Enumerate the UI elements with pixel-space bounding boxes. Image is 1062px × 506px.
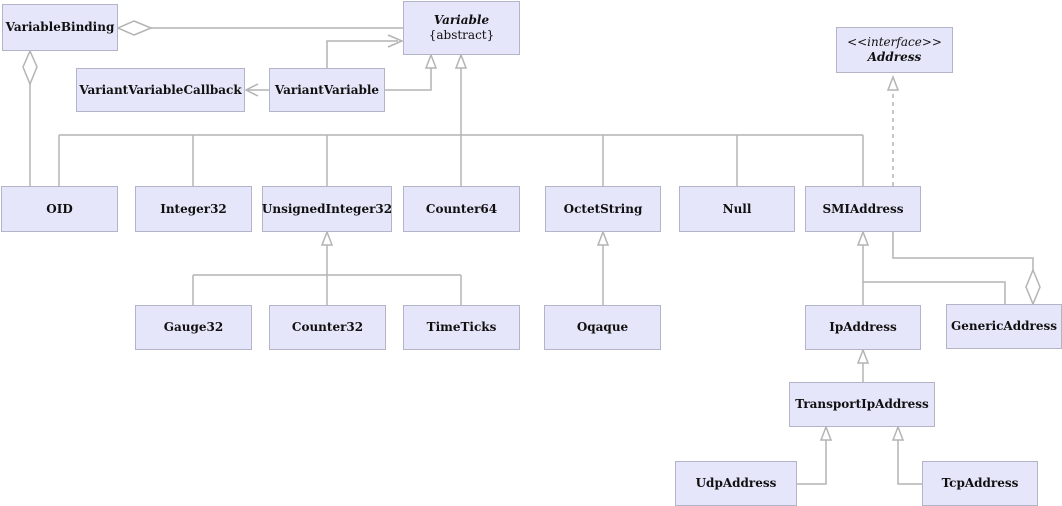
time-ticks-class[interactable]: TimeTicks	[403, 305, 520, 350]
variant-variable-callback-label: VariantVariableCallback	[79, 82, 242, 97]
ip-address-class[interactable]: IpAddress	[805, 305, 921, 350]
counter64-class[interactable]: Counter64	[403, 186, 520, 232]
generic-address-class[interactable]: GenericAddress	[946, 304, 1062, 349]
variant-to-variable-arrowhead	[387, 34, 404, 48]
udp-address-class[interactable]: UdpAddress	[675, 461, 797, 506]
smi-address-generalization-triangle	[856, 229, 870, 246]
address-interface[interactable]: <<interface>> Address	[836, 27, 953, 73]
integer32-label: Integer32	[160, 201, 227, 216]
time-ticks-label: TimeTicks	[426, 320, 497, 334]
variant-variable-label: VariantVariable	[274, 82, 380, 97]
generic-address-label: GenericAddress	[951, 319, 1057, 333]
smi-address-class[interactable]: SMIAddress	[805, 186, 921, 232]
address-realization-triangle	[886, 74, 900, 91]
transport-generalization-triangle-left	[819, 424, 833, 441]
variable-label: Variable	[433, 13, 490, 27]
aggregation-diamond-generic-address	[1025, 268, 1041, 306]
null-class[interactable]: Null	[679, 186, 795, 232]
opaque-label: Oqaque	[576, 320, 629, 334]
smi-address-label: SMIAddress	[822, 201, 904, 216]
gauge32-class[interactable]: Gauge32	[135, 305, 252, 350]
transport-ip-address-label: TransportIpAddress	[795, 397, 929, 411]
generic-address-aggregation-link	[892, 232, 1034, 270]
counter32-label: Counter32	[291, 320, 364, 334]
tcp-address-label: TcpAddress	[941, 476, 1019, 490]
variable-generalization-triangle	[454, 52, 468, 69]
aggregation-diamond-variable	[116, 20, 153, 36]
udp-address-link	[797, 440, 827, 485]
transport-generalization-triangle-right	[891, 424, 905, 441]
unsigned-integer32-label: UnsignedInteger32	[261, 201, 393, 216]
address-label: Address	[867, 50, 922, 64]
ip-address-generalization-triangle	[856, 347, 870, 364]
integer32-class[interactable]: Integer32	[135, 186, 252, 232]
null-label: Null	[722, 201, 752, 216]
aggregation-diamond-oid	[22, 49, 38, 86]
udp-address-label: UdpAddress	[695, 476, 777, 490]
octet-string-class[interactable]: OctetString	[545, 186, 661, 232]
interface-stereotype: <<interface>>	[847, 35, 942, 49]
variant-to-callback-arrowhead	[244, 83, 259, 97]
counter32-class[interactable]: Counter32	[269, 305, 386, 350]
oid-label: OID	[46, 201, 73, 216]
opaque-class[interactable]: Oqaque	[544, 305, 661, 350]
variant-generalization-triangle	[424, 52, 438, 69]
counter64-label: Counter64	[425, 201, 498, 216]
variable-stereotype: {abstract}	[428, 28, 495, 42]
tcp-address-link	[897, 440, 922, 485]
gauge32-label: Gauge32	[163, 320, 224, 334]
tcp-address-class[interactable]: TcpAddress	[922, 461, 1038, 506]
variant-generalization-link	[385, 68, 432, 91]
unsigned-integer32-class[interactable]: UnsignedInteger32	[262, 186, 392, 232]
variable-binding-label: VariableBinding	[5, 20, 115, 34]
ip-address-label: IpAddress	[829, 320, 897, 334]
variable-class[interactable]: Variable {abstract}	[403, 1, 520, 55]
generic-address-generalization-link	[863, 281, 1006, 305]
variant-variable-callback-class[interactable]: VariantVariableCallback	[76, 68, 245, 112]
unsigned-integer32-generalization-triangle	[320, 229, 334, 246]
oid-class[interactable]: OID	[1, 186, 118, 232]
transport-ip-address-class[interactable]: TransportIpAddress	[789, 382, 935, 427]
variable-binding-class[interactable]: VariableBinding	[2, 4, 118, 51]
variant-variable-class[interactable]: VariantVariable	[269, 68, 385, 112]
octet-string-label: OctetString	[563, 201, 643, 216]
octet-string-generalization-triangle	[596, 229, 610, 246]
